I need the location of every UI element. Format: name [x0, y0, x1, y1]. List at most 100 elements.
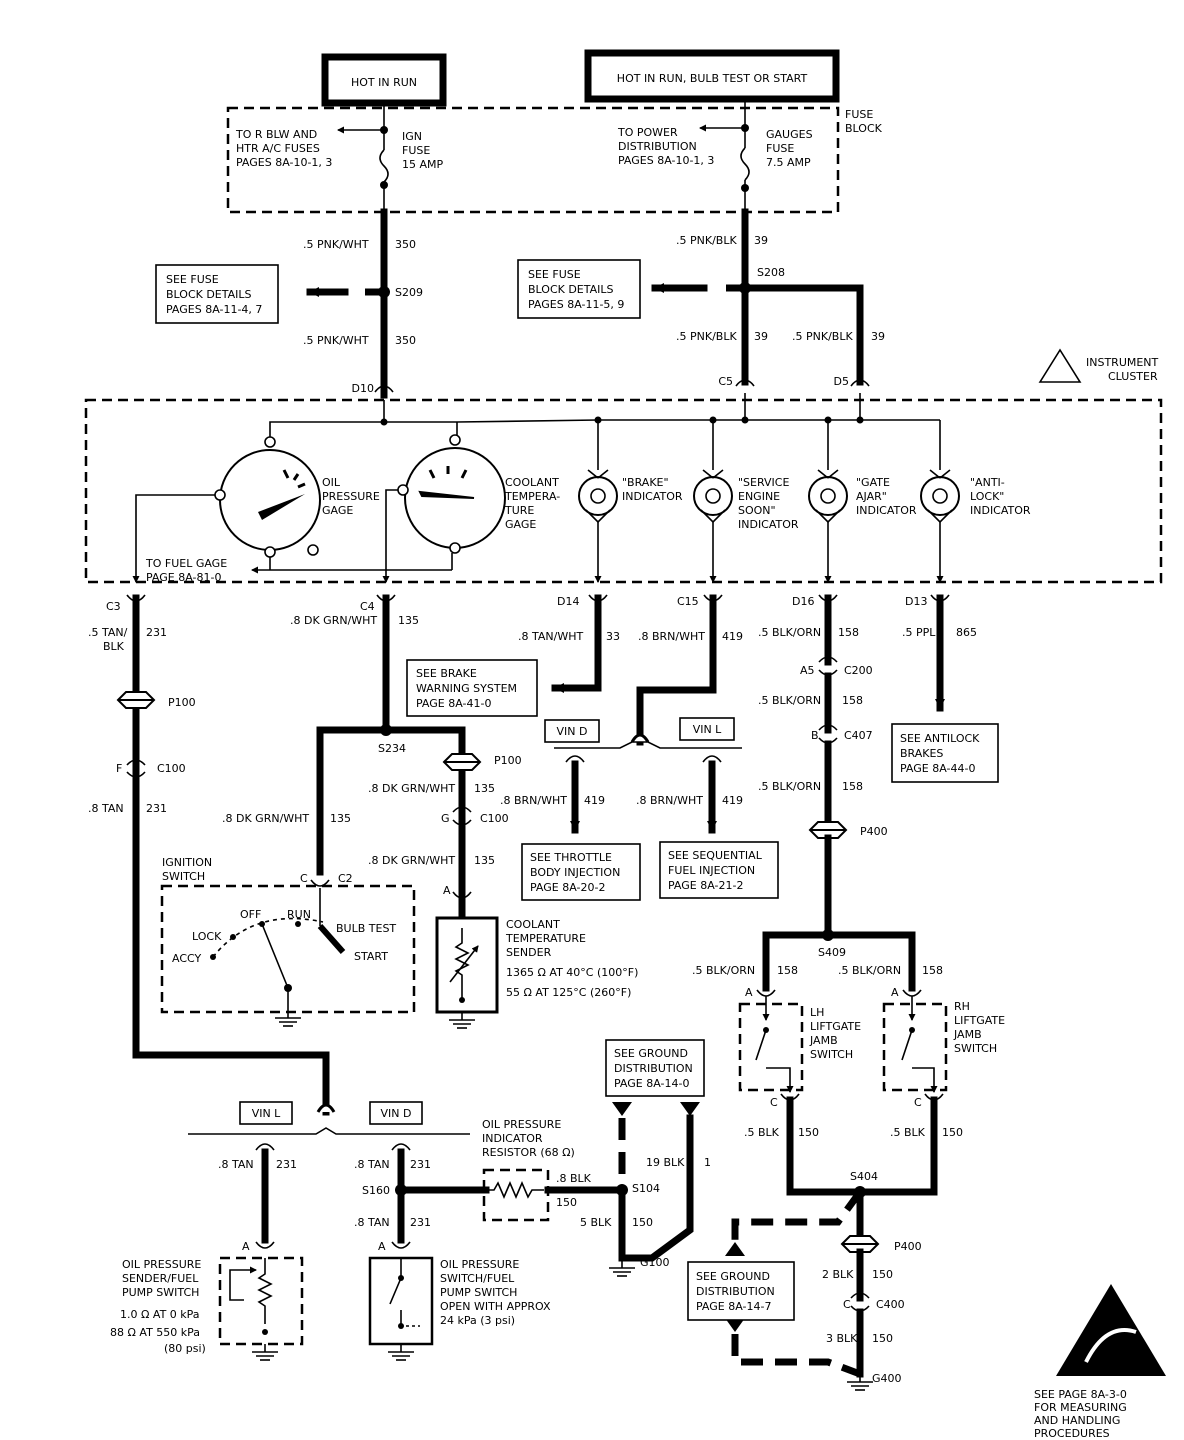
- svg-text:TO R BLW AND: TO R BLW AND: [235, 128, 317, 141]
- svg-text:.8 DK GRN/WHT: .8 DK GRN/WHT: [368, 782, 455, 795]
- svg-text:AND HANDLING: AND HANDLING: [1034, 1414, 1120, 1427]
- svg-text:5 BLK: 5 BLK: [580, 1216, 612, 1229]
- svg-text:.8 TAN: .8 TAN: [354, 1158, 390, 1171]
- svg-text:.8 TAN: .8 TAN: [218, 1158, 254, 1171]
- svg-text:1: 1: [704, 1156, 711, 1169]
- svg-text:158: 158: [842, 694, 863, 707]
- svg-text:BRAKES: BRAKES: [900, 747, 943, 760]
- fuse-details-ref-2: SEE FUSE BLOCK DETAILS PAGES 8A-11-5, 9: [517, 259, 641, 319]
- svg-text:.5 TAN/: .5 TAN/: [88, 626, 128, 639]
- esd-warning: SEE PAGE 8A-3-0 FOR MEASURING AND HANDLI…: [1034, 1284, 1166, 1440]
- svg-text:.5 BLK/ORN: .5 BLK/ORN: [692, 964, 755, 977]
- svg-text:S404: S404: [850, 1170, 878, 1183]
- svg-text:VIN L: VIN L: [252, 1107, 281, 1120]
- svg-text:PAGE 8A-14-7: PAGE 8A-14-7: [696, 1300, 771, 1313]
- service-engine-soon-indicator-icon: [693, 420, 733, 583]
- svg-text:C: C: [770, 1096, 778, 1109]
- svg-text:RH: RH: [954, 1000, 970, 1013]
- esd-icon: [1038, 348, 1082, 383]
- svg-text:.5 BLK: .5 BLK: [890, 1126, 926, 1139]
- svg-text:C407: C407: [844, 729, 873, 742]
- svg-text:PAGE 8A-20-2: PAGE 8A-20-2: [530, 881, 605, 894]
- svg-text:SEE BRAKE: SEE BRAKE: [416, 667, 477, 680]
- svg-text:S234: S234: [378, 742, 406, 755]
- svg-text:INDICATOR: INDICATOR: [622, 490, 683, 503]
- oil-pressure-sender: A OIL PRESSURE SENDER/FUEL PUMP SWITCH 1…: [110, 1240, 304, 1361]
- svg-text:SEE GROUND: SEE GROUND: [696, 1270, 770, 1283]
- svg-text:PAGES 8A-11-5, 9: PAGES 8A-11-5, 9: [528, 298, 624, 311]
- antilock-brakes-ref: SEE ANTILOCK BRAKES PAGE 8A-44-0: [891, 723, 999, 783]
- cluster-top-connectors: [374, 379, 870, 393]
- svg-text:.8 BLK: .8 BLK: [556, 1172, 592, 1185]
- svg-text:FOR MEASURING: FOR MEASURING: [1034, 1401, 1127, 1414]
- coolant-temperature-sender: COOLANT TEMPERATURE SENDER 1365 Ω AT 40°…: [435, 916, 638, 1029]
- svg-text:BLOCK DETAILS: BLOCK DETAILS: [528, 283, 614, 296]
- svg-text:OIL PRESSURE: OIL PRESSURE: [440, 1258, 519, 1271]
- svg-text:7.5 AMP: 7.5 AMP: [766, 156, 811, 169]
- hot-in-run-box: HOT IN RUN: [321, 53, 447, 107]
- svg-text:SENDER/FUEL: SENDER/FUEL: [122, 1272, 199, 1285]
- svg-text:FUSE: FUSE: [766, 142, 794, 155]
- svg-text:.5 PNK/BLK: .5 PNK/BLK: [676, 330, 737, 343]
- svg-text:.5 PNK/WHT: .5 PNK/WHT: [303, 334, 369, 347]
- svg-text:.8 DK GRN/WHT: .8 DK GRN/WHT: [222, 812, 309, 825]
- svg-text:PAGE 8A-21-2: PAGE 8A-21-2: [668, 879, 743, 892]
- svg-text:158: 158: [922, 964, 943, 977]
- svg-text:BULB TEST: BULB TEST: [336, 922, 396, 935]
- svg-text:SENDER: SENDER: [506, 946, 552, 959]
- svg-text:FUEL INJECTION: FUEL INJECTION: [668, 864, 755, 877]
- svg-text:S160: S160: [362, 1184, 390, 1197]
- svg-text:A: A: [745, 986, 753, 999]
- svg-text:TO FUEL GAGE: TO FUEL GAGE: [145, 557, 227, 570]
- svg-text:START: START: [354, 950, 388, 963]
- svg-text:C: C: [914, 1096, 922, 1109]
- svg-text:.5 PNK/BLK: .5 PNK/BLK: [676, 234, 737, 247]
- antilock-indicator-icon: [920, 420, 960, 583]
- svg-text:BLOCK: BLOCK: [845, 122, 883, 135]
- svg-text:C100: C100: [480, 812, 509, 825]
- p400-connector-icon-1: [808, 821, 848, 839]
- svg-text:S104: S104: [632, 1182, 660, 1195]
- svg-text:A: A: [378, 1240, 386, 1253]
- esd-hand-icon: [1056, 1284, 1166, 1376]
- svg-text:C15: C15: [677, 595, 699, 608]
- ground-distribution-ref-1: SEE GROUND DISTRIBUTION PAGE 8A-14-0: [605, 1039, 705, 1097]
- svg-text:D16: D16: [792, 595, 814, 608]
- svg-text:GAUGES: GAUGES: [766, 128, 813, 141]
- p100-connector-icon-1: [116, 691, 156, 709]
- svg-text:C: C: [843, 1298, 851, 1311]
- svg-text:BLOCK DETAILS: BLOCK DETAILS: [166, 288, 252, 301]
- svg-text:OFF: OFF: [240, 908, 261, 921]
- svg-text:PAGE 8A-14-0: PAGE 8A-14-0: [614, 1077, 689, 1090]
- svg-text:DISTRIBUTION: DISTRIBUTION: [614, 1062, 693, 1075]
- svg-text:SEE ANTILOCK: SEE ANTILOCK: [900, 732, 980, 745]
- svg-text:.8 BRN/WHT: .8 BRN/WHT: [638, 630, 705, 643]
- svg-text:HOT IN RUN: HOT IN RUN: [351, 76, 417, 89]
- svg-text:CLUSTER: CLUSTER: [1108, 370, 1158, 383]
- svg-text:"GATE: "GATE: [856, 476, 890, 489]
- ignition-ground-icon: [275, 1010, 301, 1027]
- svg-text:SWITCH: SWITCH: [162, 870, 205, 883]
- svg-text:PAGES 8A-10-1, 3: PAGES 8A-10-1, 3: [236, 156, 332, 169]
- svg-text:19 BLK: 19 BLK: [646, 1156, 685, 1169]
- svg-text:55 Ω AT 125°C (260°F): 55 Ω AT 125°C (260°F): [506, 986, 631, 999]
- resistor-icon: [486, 1180, 544, 1200]
- svg-text:SWITCH: SWITCH: [810, 1048, 853, 1061]
- svg-text:OIL PRESSURE: OIL PRESSURE: [122, 1258, 201, 1271]
- svg-text:"ANTI-: "ANTI-: [970, 476, 1005, 489]
- svg-text:158: 158: [842, 780, 863, 793]
- svg-text:33: 33: [606, 630, 620, 643]
- svg-text:IGN: IGN: [402, 130, 422, 143]
- svg-text:LIFTGATE: LIFTGATE: [954, 1014, 1005, 1027]
- g100-ground-icon: [609, 1258, 635, 1277]
- sequential-fuel-ref: SEE SEQUENTIAL FUEL INJECTION PAGE 8A-21…: [659, 841, 779, 899]
- svg-text:88 Ω AT 550 kPa: 88 Ω AT 550 kPa: [110, 1326, 200, 1339]
- svg-text:B: B: [811, 729, 819, 742]
- instrument-cluster: INSTRUMENT CLUSTER OIL PRESSURE GA: [84, 348, 1163, 584]
- svg-text:PRESSURE: PRESSURE: [322, 490, 380, 503]
- svg-text:2 BLK: 2 BLK: [822, 1268, 854, 1281]
- svg-text:350: 350: [395, 334, 416, 347]
- svg-text:HTR A/C FUSES: HTR A/C FUSES: [236, 142, 320, 155]
- svg-text:(80 psi): (80 psi): [164, 1342, 206, 1355]
